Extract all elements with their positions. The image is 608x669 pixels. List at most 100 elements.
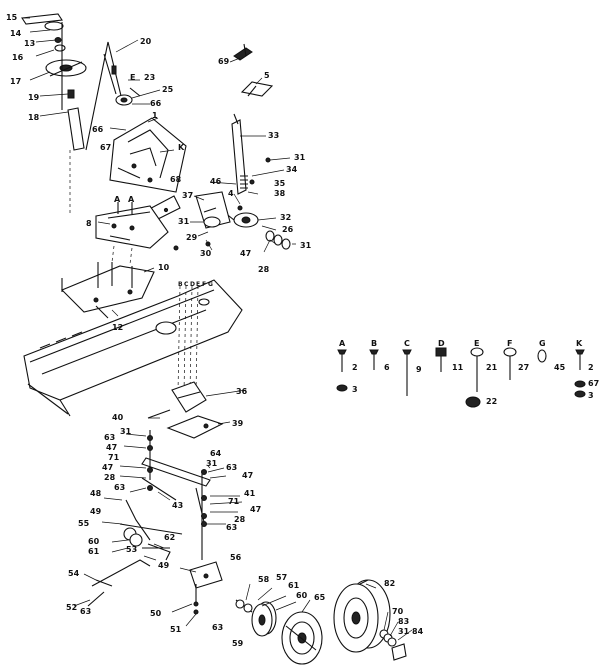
callout: 31	[294, 153, 306, 162]
callout: 49	[90, 507, 102, 516]
callout: 60	[88, 537, 100, 546]
callout: 66	[92, 125, 104, 134]
hardware-number: 9	[416, 365, 422, 374]
callout: 12	[112, 323, 123, 332]
callout: 63	[114, 483, 125, 492]
lever-assembly	[87, 499, 183, 607]
bushing-25	[115, 87, 141, 106]
key-69	[233, 43, 253, 61]
callout: 47	[106, 443, 117, 452]
washers-28	[265, 230, 291, 250]
callout: 59	[232, 639, 244, 648]
hardware-letter: D	[438, 339, 445, 348]
callout: 51	[170, 625, 182, 634]
hardware-number: 27	[518, 363, 529, 372]
callout: 52	[66, 603, 77, 612]
callout: 63	[226, 523, 237, 532]
hardware-letter: G	[539, 339, 546, 348]
callout: 49	[158, 561, 170, 570]
callout: 20	[140, 37, 152, 46]
callout: 1	[152, 111, 158, 120]
callout: 62	[164, 533, 175, 542]
callout: 39	[232, 419, 244, 428]
callout: 18	[28, 113, 40, 122]
callout-labels: 15 14 13 16 17 19 18 20 E 23 25 66 66 1 …	[6, 13, 424, 648]
callout: 26	[282, 225, 294, 234]
callout: 36	[236, 387, 248, 396]
callout: 67	[100, 143, 111, 152]
callout: 31	[300, 241, 312, 250]
callout: 40	[112, 413, 124, 422]
callout: 15	[6, 13, 18, 22]
callout: 32	[280, 213, 291, 222]
callout: 37	[182, 191, 193, 200]
hub-65	[281, 611, 323, 665]
callout: 38	[274, 189, 286, 198]
mounting-bracket-8	[95, 202, 169, 249]
callout: 34	[286, 165, 298, 174]
clip-5	[240, 81, 274, 97]
callout: 31	[206, 459, 218, 468]
callout: 47	[250, 505, 261, 514]
hardware-number: 6	[384, 363, 390, 372]
callout: 19	[28, 93, 40, 102]
dash-panel	[109, 117, 187, 193]
hardware-number: 21	[486, 363, 498, 372]
callout: 47	[242, 471, 253, 480]
hardware-letter: K	[576, 339, 583, 348]
hardware-letter: C	[404, 339, 410, 348]
callout: 13	[24, 39, 35, 48]
steering-column-33	[223, 113, 259, 228]
hardware-letter: B	[371, 339, 377, 348]
bracket-56	[189, 561, 223, 615]
callout: 33	[268, 131, 279, 140]
pulley-59	[235, 599, 277, 637]
callout: 63	[104, 433, 115, 442]
callout: 31	[398, 627, 410, 636]
hardware-letter: A	[339, 339, 346, 348]
callout: 14	[10, 29, 22, 38]
callout: 57	[276, 573, 287, 582]
callout: 29	[186, 233, 198, 242]
wheel-82	[333, 579, 391, 653]
assembly-letters: A A B C D E F G	[114, 195, 213, 288]
callout: 68	[170, 175, 182, 184]
callout: 61	[88, 547, 100, 556]
callout: 63	[80, 607, 91, 616]
hardware-number: 3	[588, 391, 594, 400]
assembly-letter: F	[202, 281, 206, 288]
hardware-number: 22	[486, 397, 497, 406]
callout: 31	[178, 217, 190, 226]
hardware-key	[336, 347, 586, 408]
callout: 70	[392, 607, 404, 616]
pivot-bracket-37	[195, 191, 231, 229]
callout: 61	[288, 581, 300, 590]
callout: 5	[264, 71, 270, 80]
callout: 28	[234, 515, 246, 524]
callout: 54	[68, 569, 80, 578]
callout: 46	[210, 177, 222, 186]
hardware-number: 45	[554, 363, 566, 372]
callout: 56	[230, 553, 242, 562]
hardware-letter: F	[507, 339, 512, 348]
callout: 17	[10, 77, 21, 86]
callout: 55	[78, 519, 90, 528]
assembly-letter: C	[184, 281, 189, 288]
callout: 31	[120, 427, 132, 436]
callout: 63	[226, 463, 237, 472]
callout: 16	[12, 53, 24, 62]
hardware-number: 67	[588, 379, 599, 388]
callout: 10	[158, 263, 170, 272]
hardware-number: 11	[452, 363, 464, 372]
bracket-36	[171, 381, 207, 413]
assembly-letter: G	[208, 281, 213, 288]
callout: 28	[258, 265, 270, 274]
callout: 8	[86, 219, 92, 228]
assembly-letter: A	[128, 195, 135, 204]
callout: 71	[228, 497, 240, 506]
linkage-rods	[141, 430, 211, 560]
callout: 69	[218, 57, 230, 66]
assembly-letter: D	[190, 281, 195, 288]
hardware-number: 2	[352, 363, 358, 372]
